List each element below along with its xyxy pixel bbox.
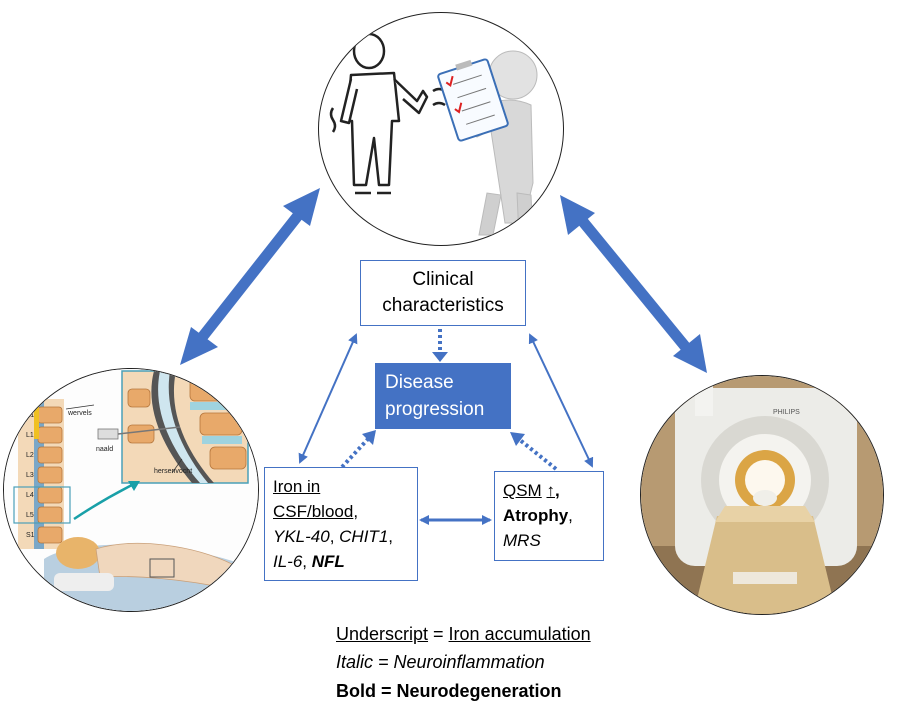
legend-italic: Italic = Neuroinflammation <box>336 652 545 672</box>
fluid-line2: CSF/blood, <box>273 502 359 521</box>
wervels-label: wervels <box>67 410 92 417</box>
vertebra-label: L4 <box>26 492 34 499</box>
spine-column-icon <box>18 399 64 549</box>
lying-patient-icon <box>44 537 244 611</box>
clinical-label-line1: Clinical <box>412 269 474 290</box>
zoom-arrow-icon <box>73 482 135 521</box>
big-arrow-left <box>180 188 320 365</box>
legend-bold: Bold = Neurodegeneration <box>336 681 562 701</box>
needle-icon <box>97 426 181 440</box>
hersenvocht-label: hersenvocht <box>154 468 192 475</box>
imaging-line1: QSM ↑, <box>503 481 560 500</box>
lumbar-puncture-illustration: T1 L1 L2 L3 L4 L5 S1 wervels <box>3 368 259 612</box>
patient-figure-icon <box>329 32 458 195</box>
imaging-line3: MRS <box>503 531 541 550</box>
checklist-clipboard-icon <box>437 58 509 142</box>
big-arrow-right <box>560 195 707 373</box>
vertebra-label: L5 <box>26 512 34 519</box>
scanner-table-icon <box>693 490 837 614</box>
biomarker-fluid-box: Iron in CSF/blood, YKL-40, CHIT1, IL-6, … <box>264 467 418 581</box>
vertebra-label: T1 <box>26 412 34 419</box>
fluid-line1: Iron in <box>273 477 321 496</box>
arrow-clinical-left <box>298 333 358 464</box>
progression-label-line2: progression <box>385 399 485 420</box>
fluid-line4: IL-6, NFL <box>273 552 345 571</box>
clinical-characteristics-box: Clinical characteristics <box>360 260 526 326</box>
clinical-label-line2: characteristics <box>382 295 504 316</box>
imaging-line2: Atrophy, <box>503 506 573 525</box>
arrow-clinical-right <box>528 333 594 468</box>
dotted-arrow-right-progression <box>518 438 558 471</box>
vertebra-label: L1 <box>26 432 34 439</box>
vertebra-label: L3 <box>26 472 34 479</box>
imaging-markers-box: QSM ↑, Atrophy, MRS <box>494 471 604 561</box>
scanner-brand-label: PHILIPS <box>773 409 800 416</box>
progression-label-line1: Disease <box>385 372 454 393</box>
dotted-arrow-left-progression <box>340 437 370 469</box>
vertebra-label: S1 <box>26 532 35 539</box>
fluid-line3: YKL-40, CHIT1, <box>273 527 394 546</box>
disease-progression-box: Disease progression <box>375 363 511 429</box>
clinical-exam-illustration <box>318 12 564 246</box>
legend-underscript: Underscript = Iron accumulation <box>336 624 591 644</box>
vertebra-label: L2 <box>26 452 34 459</box>
naald-label: naald <box>96 446 113 453</box>
mri-scanner-photo: PHILIPS <box>640 375 884 615</box>
